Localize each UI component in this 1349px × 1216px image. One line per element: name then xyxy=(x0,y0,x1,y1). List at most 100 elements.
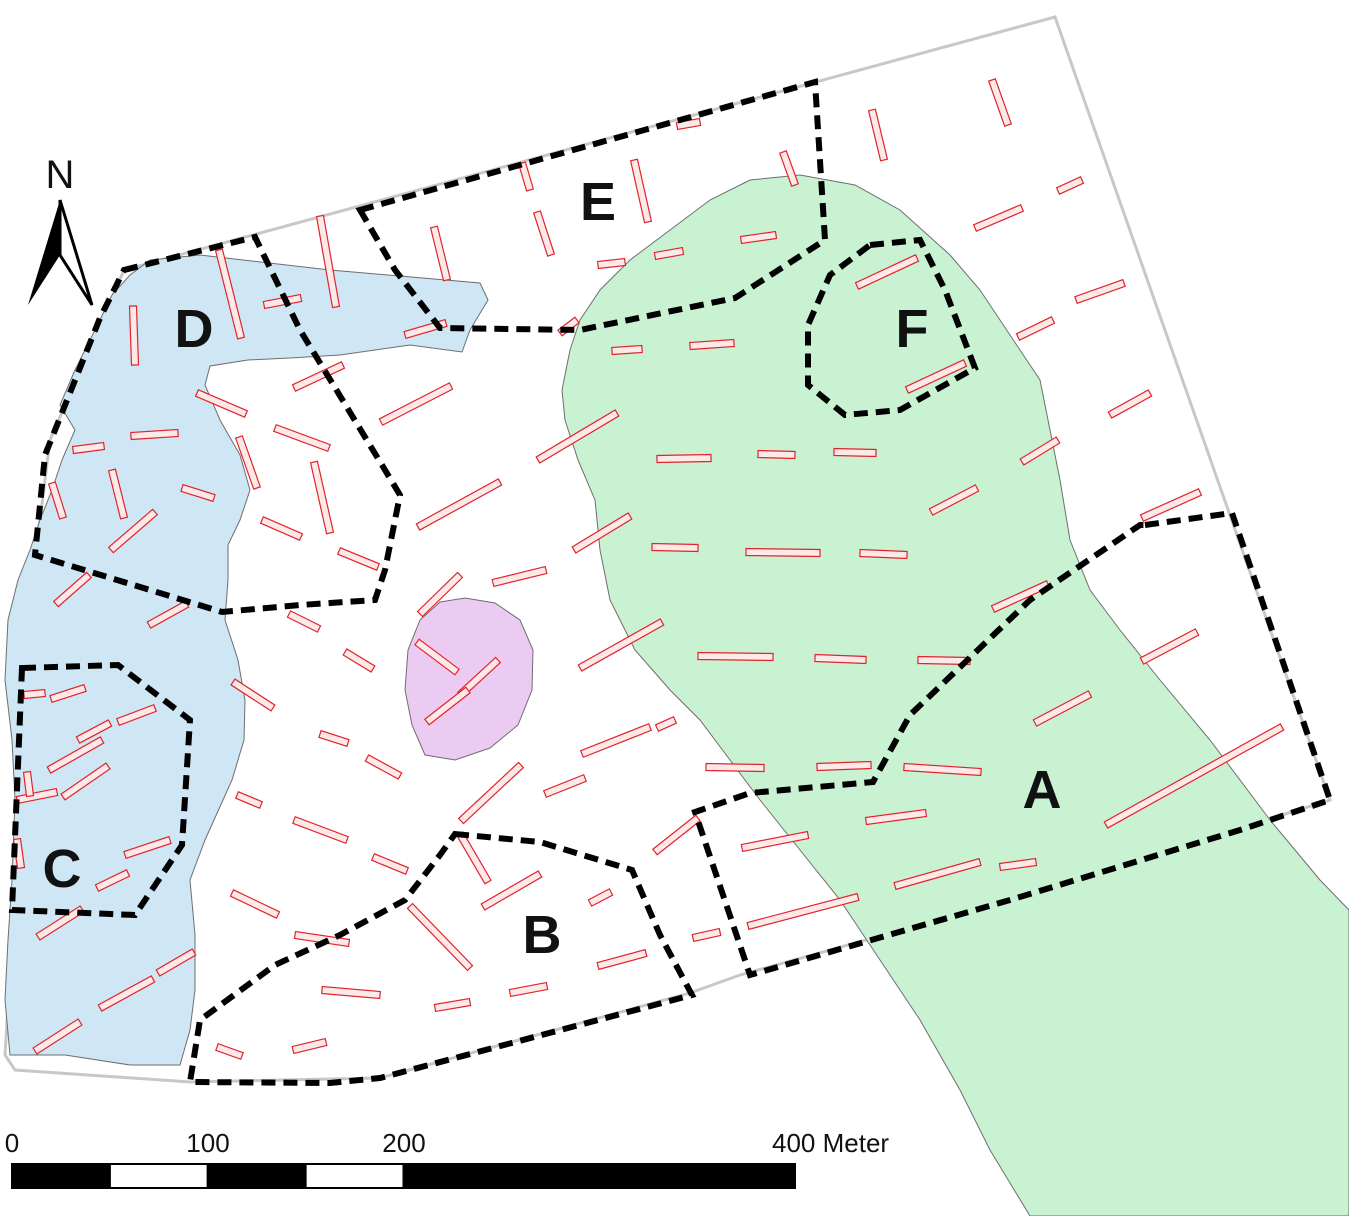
scale-bar: 0 100 200 400 Meter xyxy=(5,1128,889,1189)
trench xyxy=(234,790,264,810)
trench xyxy=(697,651,774,662)
trench xyxy=(415,478,503,531)
north-arrow: N xyxy=(28,153,94,306)
trench xyxy=(903,762,982,777)
trench xyxy=(291,361,346,392)
trench xyxy=(429,225,452,282)
trench xyxy=(917,655,971,666)
trench xyxy=(115,703,158,727)
trench xyxy=(740,830,810,853)
trench xyxy=(654,716,678,732)
zone-label-d: D xyxy=(175,299,214,359)
trench xyxy=(286,610,322,633)
zone-boundary-f xyxy=(805,236,979,419)
trench xyxy=(130,428,179,441)
trench xyxy=(653,246,685,261)
trench xyxy=(1032,690,1093,727)
trench xyxy=(854,254,920,290)
trench xyxy=(128,305,140,366)
trench xyxy=(424,686,471,726)
trench xyxy=(577,618,665,672)
trench xyxy=(1015,316,1056,341)
scale-bar-segment xyxy=(206,1163,307,1189)
zone-boundary-d xyxy=(31,233,404,616)
trench xyxy=(542,773,588,799)
trench xyxy=(571,512,633,554)
trench xyxy=(456,831,492,885)
zone-boundaries xyxy=(8,78,1334,1087)
scale-bar-segments xyxy=(11,1163,796,1189)
trench xyxy=(746,892,860,931)
trench xyxy=(60,762,111,801)
trench xyxy=(342,648,376,673)
trench xyxy=(491,565,548,588)
north-arrow-icon xyxy=(28,199,94,306)
trench xyxy=(49,683,87,704)
scale-bar-segment xyxy=(108,1163,209,1189)
trench xyxy=(1074,278,1126,305)
north-label: N xyxy=(46,153,75,197)
trench xyxy=(406,902,474,972)
trench xyxy=(234,435,262,490)
trench xyxy=(364,754,403,780)
trench xyxy=(194,388,249,419)
trench xyxy=(1139,628,1200,665)
trench xyxy=(864,808,928,826)
trench xyxy=(596,948,648,971)
purple-area xyxy=(404,597,534,761)
trench xyxy=(46,736,105,774)
scale-bar-segment xyxy=(402,1163,796,1189)
trench xyxy=(651,542,699,553)
trench xyxy=(414,638,460,676)
trench xyxy=(52,571,93,608)
trench xyxy=(107,508,159,554)
scale-bar-segment xyxy=(304,1163,405,1189)
trench xyxy=(532,210,556,257)
scale-label-100: 100 xyxy=(186,1128,229,1158)
trench xyxy=(273,423,331,453)
trench xyxy=(22,770,35,798)
zone-boundary-c xyxy=(8,661,194,919)
zone-label-a: A xyxy=(1023,760,1062,820)
zone-boundary-e xyxy=(355,78,829,334)
trench xyxy=(32,1018,83,1055)
trench xyxy=(859,548,908,560)
trench xyxy=(309,460,335,535)
trench xyxy=(75,719,113,744)
scale-bar-segment xyxy=(11,1163,111,1189)
trench xyxy=(259,516,304,541)
trench xyxy=(315,214,341,309)
zone-label-e: E xyxy=(580,172,616,232)
trench xyxy=(433,997,472,1013)
trench xyxy=(629,158,653,224)
trench xyxy=(745,547,821,558)
trench xyxy=(579,722,653,759)
trench xyxy=(689,338,735,351)
trench xyxy=(867,108,889,162)
trench xyxy=(370,852,410,876)
trench xyxy=(23,688,46,700)
trench xyxy=(998,857,1038,872)
trench xyxy=(757,449,796,460)
trench xyxy=(123,835,172,860)
trench xyxy=(291,815,350,845)
zone-boundary-b xyxy=(186,830,697,1087)
trench xyxy=(656,453,712,464)
trench xyxy=(1107,389,1153,419)
trench xyxy=(457,761,525,825)
trench xyxy=(904,359,968,394)
trench xyxy=(230,678,276,712)
trench xyxy=(15,787,59,805)
scale-label-400: 400 Meter xyxy=(772,1128,889,1158)
trench xyxy=(1139,488,1203,522)
trench xyxy=(293,930,351,948)
trench xyxy=(318,729,350,748)
trench xyxy=(972,203,1025,233)
trench xyxy=(611,344,643,356)
trench xyxy=(778,150,800,187)
green-area xyxy=(561,174,1349,1216)
trench xyxy=(416,571,464,618)
trench xyxy=(596,257,627,270)
scale-label-0: 0 xyxy=(5,1128,19,1158)
trench xyxy=(990,580,1051,613)
